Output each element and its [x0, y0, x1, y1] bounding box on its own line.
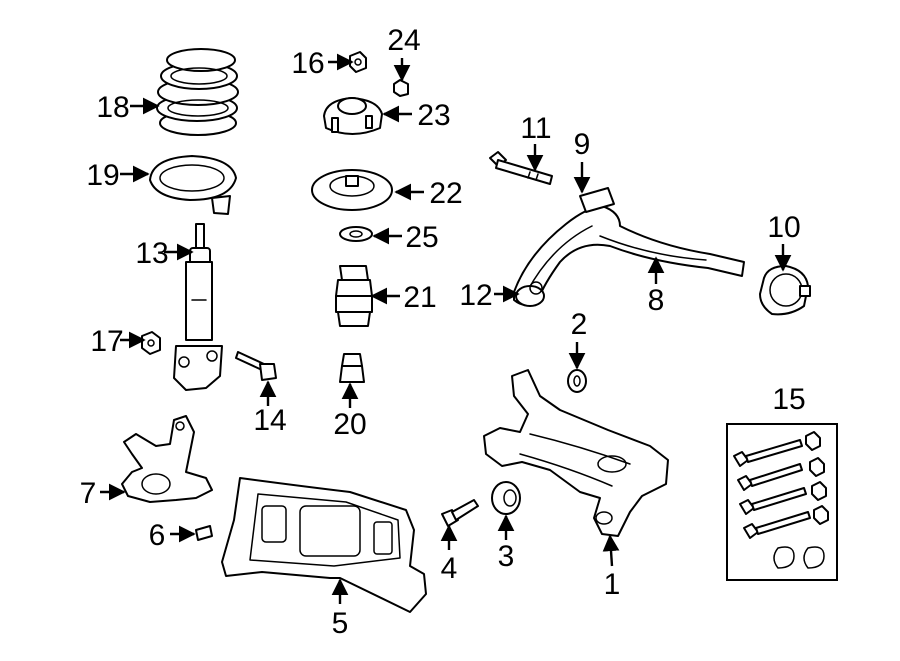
callout-3: 3 — [498, 540, 515, 573]
strut-illustration — [173, 223, 223, 391]
callout-15: 15 — [772, 383, 805, 416]
callout-7: 7 — [80, 477, 97, 510]
nut-17-illustration — [141, 331, 161, 355]
callout-11: 11 — [520, 112, 551, 145]
callout-9: 9 — [574, 128, 591, 161]
callout-13: 13 — [135, 237, 168, 270]
callout-21: 21 — [403, 281, 436, 314]
coil-spring-illustration — [156, 48, 239, 136]
bolt-14-illustration — [235, 351, 277, 381]
strut-mount-illustration — [323, 97, 383, 135]
callout-25: 25 — [405, 221, 438, 254]
dust-boot-illustration — [335, 265, 373, 327]
callout-23: 23 — [417, 99, 450, 132]
callout-2: 2 — [571, 308, 588, 341]
bolt-4-illustration — [441, 499, 479, 527]
callout-8: 8 — [648, 284, 665, 317]
callout-1: 1 — [604, 568, 621, 601]
spring-seat-illustration — [149, 155, 237, 215]
bolt-11-illustration — [489, 151, 553, 185]
leader-arrows — [100, 53, 792, 604]
control-arm-illustration — [513, 187, 745, 307]
callout-4: 4 — [441, 552, 458, 585]
callout-22: 22 — [429, 177, 462, 210]
bushing-illustration — [759, 265, 811, 316]
crossmember-illustration — [483, 369, 669, 537]
callout-12: 12 — [459, 279, 492, 312]
skid-plate-illustration — [221, 477, 427, 613]
upper-seat-illustration — [311, 169, 393, 211]
washer-2-illustration — [567, 369, 587, 393]
nut-16-illustration — [349, 51, 367, 73]
bump-stop-illustration — [339, 353, 365, 383]
callout-6: 6 — [149, 519, 166, 552]
callout-18: 18 — [96, 91, 129, 124]
callout-5: 5 — [332, 607, 349, 640]
callout-10: 10 — [767, 211, 800, 244]
callout-labels: 1 2 3 4 5 6 7 8 9 10 11 12 13 14 15 16 1… — [80, 24, 806, 640]
callout-14: 14 — [253, 404, 286, 437]
knuckle-illustration — [121, 415, 213, 503]
callout-19: 19 — [86, 159, 119, 192]
callout-16: 16 — [291, 47, 324, 80]
washer-25-illustration — [339, 226, 373, 242]
nut-24-illustration — [393, 79, 409, 97]
callout-20: 20 — [333, 408, 366, 441]
hardware-kit-illustration — [726, 423, 838, 581]
bushing-3-illustration — [491, 481, 521, 515]
callout-24: 24 — [387, 24, 420, 57]
callout-17: 17 — [90, 325, 123, 358]
bolt-6-illustration — [195, 525, 213, 541]
